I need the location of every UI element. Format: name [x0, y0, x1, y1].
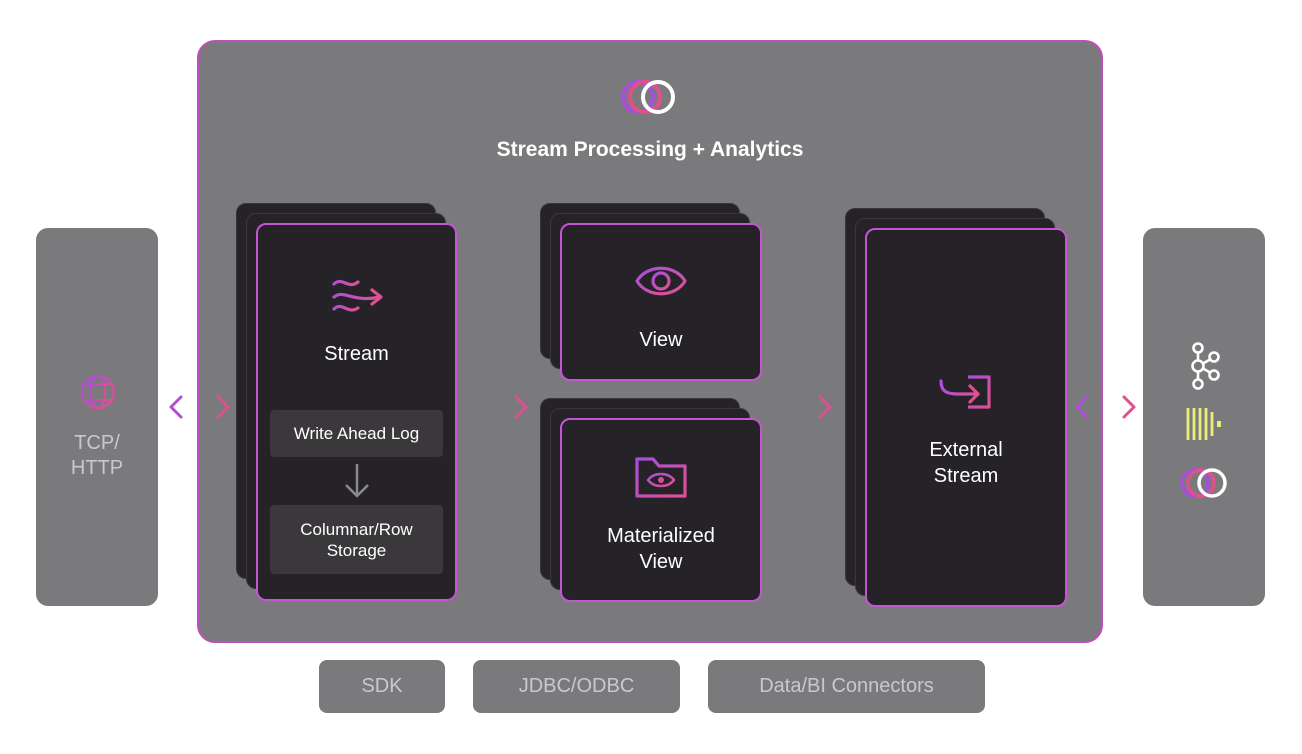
view-card — [560, 223, 762, 381]
tcp-label-line-1: TCP/ — [74, 432, 120, 454]
redpanda-icon — [1186, 408, 1221, 440]
timeplus-icon — [1180, 468, 1227, 498]
mv-label-line-2: View — [639, 551, 683, 573]
storage-line-1: Columnar/Row — [300, 519, 413, 539]
external-label-line-2: Stream — [933, 465, 999, 487]
stream-waves-icon — [332, 279, 383, 312]
eye-icon — [635, 266, 687, 296]
external-label-line-1: External — [929, 439, 1003, 461]
external-systems-panel — [1143, 228, 1265, 606]
panel-title: Stream Processing + Analytics — [496, 138, 804, 161]
timeplus-logo-icon — [621, 80, 675, 114]
view-label: View — [639, 329, 683, 351]
columnar-row-storage-box: Columnar/Row Storage — [270, 505, 443, 574]
stream-label: Stream — [324, 343, 389, 365]
materialized-view-card — [560, 418, 762, 602]
arrow-into-box-icon — [939, 375, 991, 409]
tcp-label-line-2: HTTP — [70, 457, 124, 479]
arrow-views-to-external — [776, 395, 832, 419]
arrow-stream-to-views — [472, 395, 528, 419]
bidirectional-arrow-right — [1075, 395, 1136, 419]
arrow-down-icon — [345, 464, 369, 498]
external-stream-card — [865, 228, 1067, 607]
globe-icon — [80, 374, 116, 410]
storage-line-2: Storage — [326, 540, 387, 560]
bidirectional-arrow-left — [169, 395, 230, 419]
folder-eye-icon — [635, 457, 687, 498]
kafka-icon — [1191, 342, 1220, 390]
mv-label-line-1: Materialized — [607, 525, 715, 547]
sdk-button[interactable]: SDK — [319, 660, 445, 713]
data-bi-connectors-button[interactable]: Data/BI Connectors — [708, 660, 985, 713]
jdbc-odbc-button[interactable]: JDBC/ODBC — [473, 660, 680, 713]
write-ahead-log-box: Write Ahead Log — [270, 410, 443, 457]
tcp-http-source-panel — [36, 228, 158, 606]
